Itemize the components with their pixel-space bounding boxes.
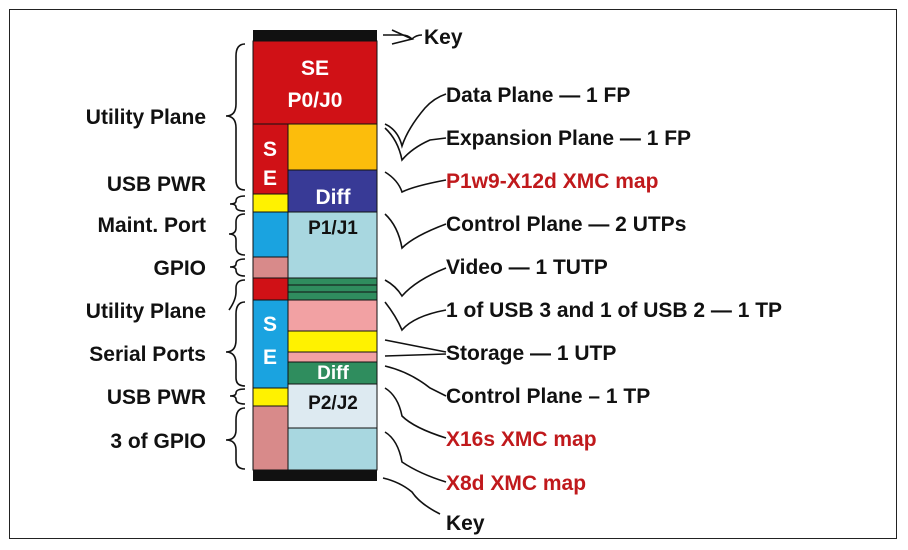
brace-serial-ports — [225, 301, 246, 387]
lower-light-blue-block — [287, 427, 378, 471]
gpio-block — [252, 256, 289, 279]
label-utility-plane-1: Utility Plane — [86, 106, 206, 129]
right-connectors — [382, 29, 447, 515]
label-control-plane-2: Control Plane — 2 UTPs — [446, 213, 686, 236]
brace-gpio-3 — [225, 407, 246, 470]
video-stripe-3 — [287, 291, 378, 301]
label-gpio-3: 3 of GPIO — [110, 430, 206, 453]
label-video: Video — 1 TUTP — [446, 256, 608, 279]
connector-data-plane — [384, 93, 447, 149]
p1-block — [287, 211, 378, 279]
brace-gpio — [229, 258, 246, 277]
brace-usb-pwr-2 — [229, 388, 246, 405]
connector-key-top-arrow — [391, 29, 415, 45]
expansion-block — [287, 123, 378, 171]
p0-se-text: SE — [301, 57, 329, 80]
label-maint-port: Maint. Port — [98, 214, 207, 237]
maint-port-block — [252, 211, 289, 258]
right-labels: Key Data Plane — 1 FP Expansion Plane — … — [424, 26, 782, 535]
label-p1w9-map: P1w9-X12d XMC map — [446, 170, 658, 193]
connector-control-plane-2 — [384, 213, 447, 250]
se-lower-e: E — [263, 346, 277, 369]
storage-block — [287, 330, 378, 353]
connector-expansion-plane — [384, 127, 447, 162]
label-gpio: GPIO — [153, 257, 206, 280]
p0-name-text: P0/J0 — [288, 89, 343, 112]
se-upper-e: E — [263, 167, 277, 190]
connector-storage-a — [384, 339, 447, 353]
usb-block — [287, 299, 378, 332]
label-usb-pwr-1: USB PWR — [107, 173, 206, 196]
diff-upper-text: Diff — [316, 186, 352, 209]
brace-usb-pwr-1 — [229, 195, 246, 212]
label-expansion-plane: Expansion Plane — 1 FP — [446, 127, 691, 150]
connector-column: SE P0/J0 S E Diff P1/J1 S E Diff P2/J2 — [252, 30, 378, 481]
p2-name-text: P2/J2 — [308, 393, 358, 414]
left-labels: Utility Plane USB PWR Maint. Port GPIO U… — [86, 106, 206, 453]
key-bar-top — [253, 30, 377, 41]
brace-utility-plane-1 — [225, 43, 246, 191]
storage-pink-block — [287, 351, 378, 363]
p1-name-text: P1/J1 — [308, 218, 358, 239]
connector-x16s-map — [384, 387, 447, 439]
label-usb: 1 of USB 3 and 1 of USB 2 — 1 TP — [446, 299, 782, 322]
brace-utility-plane-2 — [228, 279, 246, 311]
connector-control-plane-1 — [384, 365, 447, 397]
label-control-plane-1: Control Plane – 1 TP — [446, 385, 650, 408]
label-serial-ports: Serial Ports — [89, 343, 206, 366]
connector-storage-b — [384, 353, 447, 357]
key-bar-bottom — [253, 470, 377, 481]
usb-pwr-1-block — [252, 193, 289, 213]
video-stripe-2 — [287, 284, 378, 293]
connector-x8d-map — [384, 431, 447, 483]
video-stripe-1 — [287, 277, 378, 286]
se-lower-s: S — [263, 313, 277, 336]
connector-p1w9-map — [384, 171, 447, 194]
brace-maint-port — [228, 213, 246, 256]
left-braces — [225, 43, 246, 470]
diagram-frame — [9, 9, 897, 539]
label-utility-plane-2: Utility Plane — [86, 300, 206, 323]
label-data-plane: Data Plane — 1 FP — [446, 84, 630, 107]
gpio-3-block — [252, 405, 289, 471]
label-key-top: Key — [424, 26, 463, 49]
connector-usb — [384, 301, 447, 332]
label-storage: Storage — 1 UTP — [446, 342, 616, 365]
label-x8d-map: X8d XMC map — [446, 472, 586, 495]
p0-block — [252, 40, 378, 125]
label-usb-pwr-2: USB PWR — [107, 386, 206, 409]
diff-upper-block — [287, 169, 378, 213]
connector-key-bottom — [382, 477, 441, 515]
se-upper-block — [252, 123, 289, 195]
label-x16s-map: X16s XMC map — [446, 428, 597, 451]
label-key-bottom: Key — [446, 512, 485, 535]
connector-video — [384, 267, 447, 298]
se-upper-s: S — [263, 138, 277, 161]
diff-lower-text: Diff — [317, 363, 349, 384]
usb-pwr-2-block — [252, 387, 289, 407]
utility-plane-2-block — [252, 277, 289, 301]
